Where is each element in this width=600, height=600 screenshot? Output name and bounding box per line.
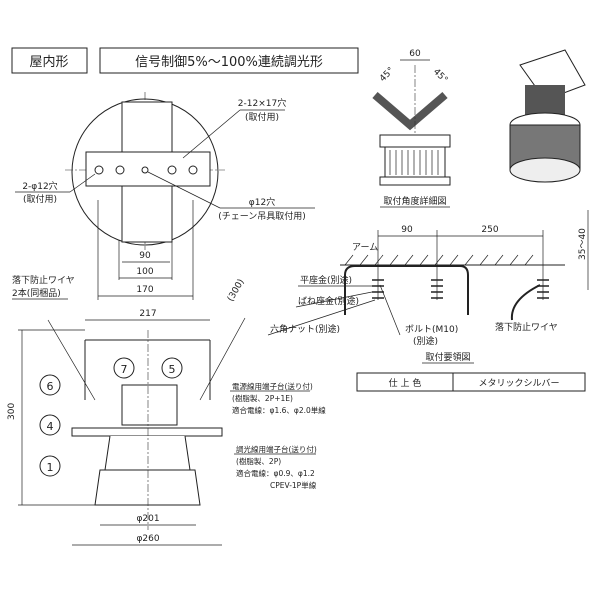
drawing-label: 250 — [481, 225, 498, 235]
drawing-label: 1 — [47, 461, 54, 474]
drawing-label: φ201 — [136, 514, 159, 524]
drawing-label: 90 — [401, 225, 413, 235]
type-box — [11, 47, 88, 74]
drawing-label: 六角ナット(別途) — [270, 323, 340, 335]
drawing-label: ばね座金(別途) — [298, 295, 359, 307]
drawing-label: 217 — [139, 309, 156, 319]
mounting-diagram: 90 250 35～40 アーム 平座金(別途) ばね座金(別途) 六角ナット(… — [267, 210, 589, 364]
drawing-label: 適合電線：φ0.9、φ1.2 — [236, 468, 315, 478]
drawing-label: (取付用) — [245, 112, 279, 123]
drawing-label: (別途) — [413, 335, 438, 347]
callout-6: 6 — [39, 374, 61, 396]
callout-1: 1 — [39, 455, 61, 477]
chain-hole-label: φ12穴 — [249, 196, 275, 208]
drawing-label: 6 — [47, 380, 54, 393]
dimming-terminal-note: 調光線用端子台(送り付) (樹脂製、2P) 適合電線：φ0.9、φ1.2 CPE… — [234, 444, 317, 490]
drawing-label: 適合電線：φ1.6、φ2.0単線 — [232, 405, 326, 415]
drawing-label: 電源線用端子台(送り付) — [232, 381, 313, 391]
drawing-label: 90 — [139, 251, 151, 261]
drawing-label: 平座金(別途) — [300, 274, 352, 286]
top-view: 2-12×17穴 (取付用) 2-φ12穴 (取付用) φ12穴 (チェーン吊具… — [15, 92, 315, 300]
drawing-label: 落下防止ワイヤ — [495, 321, 558, 333]
hole-label: 2-φ12穴 — [22, 180, 57, 192]
type-label: 屋内形 — [29, 54, 68, 70]
drawing-label: メタリックシルバー — [478, 378, 559, 389]
drawing-label: (取付用) — [23, 194, 57, 205]
drawing-label: 調光線用端子台(送り付) — [236, 444, 317, 454]
drawing-label: 5 — [169, 363, 176, 376]
angle-detail: 60 45° 45° 取付角度詳細図 — [372, 49, 451, 208]
drawing-label: 45° — [378, 66, 396, 84]
finish-table: 仕 上 色 メタリックシルバー — [356, 372, 586, 392]
drawing-label: 60 — [409, 49, 421, 59]
drawing-label: (樹脂製、2P+1E) — [232, 393, 293, 403]
drawing-label: 7 — [121, 363, 128, 376]
drawing-label: アーム — [352, 242, 378, 253]
wire-label: 落下防止ワイヤ — [12, 274, 75, 286]
product-perspective — [509, 49, 586, 183]
drawing-label: 取付角度詳細図 — [383, 195, 446, 207]
drawing-label: 300 — [7, 403, 17, 420]
power-terminal-note: 電源線用端子台(送り付) (樹脂製、2P+1E) 適合電線：φ1.6、φ2.0単… — [230, 381, 326, 415]
drawing-label: (樹脂製、2P) — [236, 456, 281, 466]
drawing-label: CPEV-1P単線 — [270, 480, 317, 490]
callout-5: 5 — [161, 357, 183, 379]
drawing-label: 取付要領図 — [425, 351, 470, 363]
drawing-label: 35～40 — [578, 228, 588, 260]
callout-7: 7 — [113, 357, 135, 379]
drawing-label: 4 — [47, 420, 54, 433]
drawing-label: 仕 上 色 — [389, 377, 422, 389]
drawing-label: 45° — [431, 67, 449, 85]
drawing-label: (300) — [226, 278, 247, 304]
front-view: 落下防止ワイヤ 2本(同梱品) 217 (300) 300 φ201 φ260 … — [7, 274, 326, 546]
drawing-label: 2本(同梱品) — [12, 287, 61, 299]
drawing-label: (チェーン吊具取付用) — [218, 211, 306, 222]
drawing-label: 100 — [136, 267, 153, 277]
callout-4: 4 — [39, 414, 61, 436]
control-box — [99, 47, 359, 74]
control-label: 信号制御5%～100%連続調光形 — [135, 55, 323, 70]
slot-label: 2-12×17穴 — [238, 97, 286, 109]
drawing-label: φ260 — [136, 534, 159, 544]
drawing-label: ボルト(M10) — [405, 324, 458, 335]
drawing-label: 170 — [136, 285, 153, 295]
